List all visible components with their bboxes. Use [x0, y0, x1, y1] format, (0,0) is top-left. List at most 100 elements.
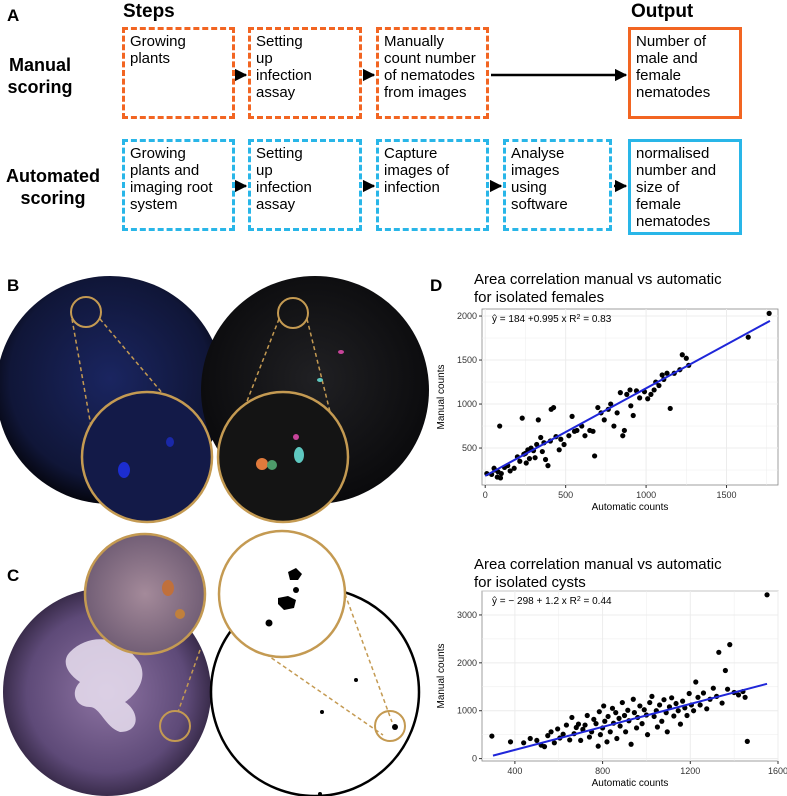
data-point	[617, 390, 623, 396]
box-text-line: imaging root	[130, 179, 213, 196]
data-point	[595, 404, 601, 411]
data-point	[667, 405, 673, 412]
data-point	[621, 427, 627, 434]
auto-step-infection-assay: Setting up infection assay	[248, 139, 362, 231]
x-tick-label: 1200	[680, 766, 700, 776]
manual-label-line: Manual	[8, 55, 71, 75]
box-text-line: female	[636, 67, 682, 84]
fit-line	[484, 319, 771, 477]
data-point	[675, 708, 681, 714]
data-point	[630, 412, 636, 419]
box-text-line: nematodes	[636, 213, 711, 230]
y-tick-label: 2000	[457, 658, 477, 668]
auto-output-box: normalised number and size of female nem…	[628, 139, 742, 235]
data-point	[764, 592, 770, 598]
annotation-text: =	[580, 314, 591, 325]
box-text-line: Number of	[636, 33, 707, 50]
auto-step-capture-images: Capture images of infection	[376, 139, 489, 231]
data-point	[563, 722, 570, 728]
nematode-blob	[166, 437, 174, 447]
data-point	[567, 737, 573, 743]
data-point	[619, 699, 625, 706]
box-text-line: using	[511, 179, 547, 196]
box-text-line: nematodes	[636, 84, 711, 101]
box-text-line: infection	[256, 67, 312, 84]
data-point	[591, 716, 597, 722]
data-point	[597, 732, 603, 738]
data-point	[744, 738, 750, 744]
cyst-mask	[278, 596, 296, 610]
data-point	[697, 702, 703, 708]
x-tick-label: 1000	[636, 490, 656, 500]
y-axis-label: Manual counts	[436, 643, 447, 708]
automated-label-line: scoring	[20, 188, 86, 208]
data-point	[541, 744, 548, 750]
data-point	[551, 740, 557, 746]
data-point	[745, 334, 751, 340]
y-tick-label: 0	[472, 754, 477, 764]
box-text-line: Growing	[130, 145, 186, 162]
zoom-source-circle	[277, 297, 309, 329]
box-text-line: assay	[256, 84, 296, 101]
box-text-line: Setting	[256, 33, 303, 50]
panel-c-letter: C	[7, 566, 20, 585]
data-point	[630, 696, 636, 702]
data-point	[601, 703, 607, 709]
chart-title-line: Area correlation manual vs automatic	[474, 271, 722, 288]
data-point	[555, 726, 561, 732]
annotation-text: =	[581, 596, 592, 607]
data-point	[593, 721, 599, 727]
data-point	[645, 396, 651, 402]
data-point	[659, 718, 665, 724]
data-point	[659, 372, 665, 378]
annotation-text: ŷ =	[492, 596, 508, 607]
data-point	[693, 679, 699, 685]
data-point	[517, 458, 523, 464]
data-point	[534, 737, 540, 744]
x-tick-label: 0	[483, 490, 488, 500]
data-point	[644, 732, 651, 738]
manual-output-box: Number of male and female nematodes	[628, 27, 742, 119]
box-text-line: Setting	[256, 145, 303, 162]
data-point	[575, 721, 582, 727]
data-point	[722, 667, 728, 674]
data-point	[545, 463, 551, 469]
data-point	[727, 642, 733, 648]
zoom-source-circle	[159, 710, 191, 742]
data-point	[498, 470, 504, 477]
data-point	[548, 729, 554, 735]
data-point	[716, 649, 722, 655]
data-point	[582, 433, 588, 439]
box-text-line: images	[511, 162, 560, 179]
annotation-text: x R	[559, 596, 577, 607]
data-point	[596, 709, 602, 715]
plot-area	[481, 590, 779, 762]
data-point	[566, 433, 572, 439]
data-point	[669, 695, 675, 701]
data-point	[654, 724, 661, 730]
data-point	[623, 729, 629, 735]
regression-annotation: ŷ = 184 +0.995 x R2 = 0.83	[492, 314, 612, 326]
data-point	[519, 415, 525, 421]
box-text-line: up	[256, 162, 273, 179]
data-point	[690, 708, 697, 714]
data-point	[535, 417, 541, 423]
data-point	[560, 731, 566, 737]
data-point	[534, 441, 540, 448]
data-point	[620, 433, 626, 439]
panel-d-letter: D	[430, 276, 443, 295]
box-text-line: system	[130, 196, 178, 213]
annotation-text: ŷ =	[492, 314, 508, 325]
data-point	[719, 700, 725, 706]
x-tick-label: 1600	[768, 766, 787, 776]
data-point	[637, 395, 643, 401]
zoom-guide-line	[177, 649, 201, 713]
y-tick-label: 1000	[457, 706, 477, 716]
manual-label-line: scoring	[7, 77, 73, 97]
manual-step-growing-plants: Growing plants	[122, 27, 235, 119]
box-text-line: assay	[256, 196, 296, 213]
annotation-value: +0.995	[528, 314, 559, 325]
cyst-mask	[265, 619, 273, 627]
